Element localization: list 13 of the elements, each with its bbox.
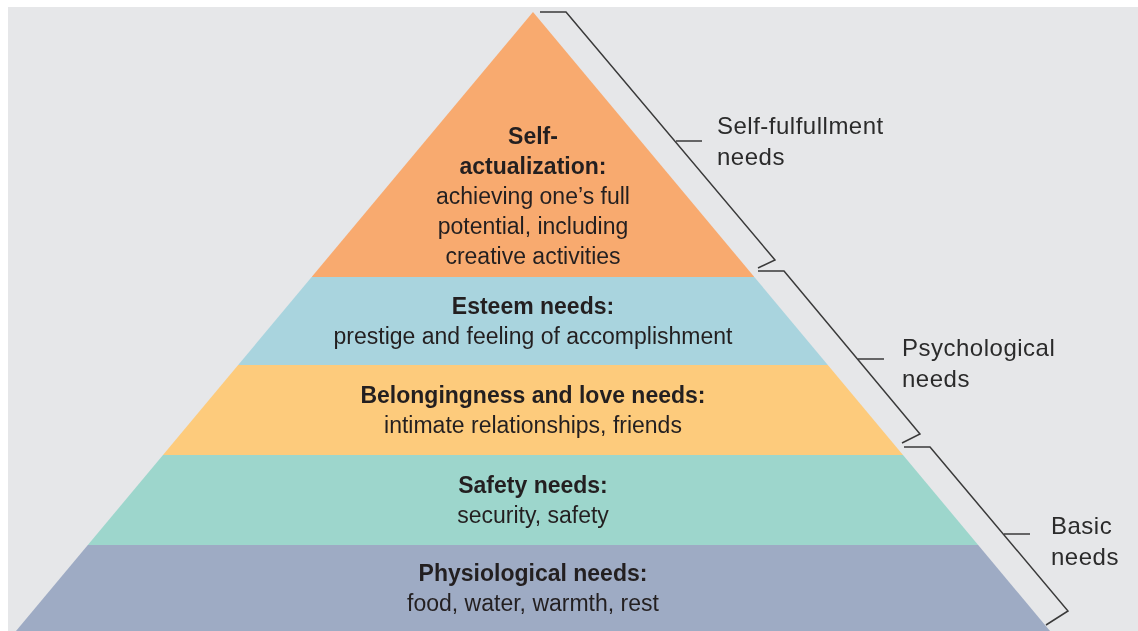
level-description: intimate relationships, friends [384, 411, 682, 440]
level-description: prestige and feeling of accomplishment [333, 322, 733, 351]
level-heading: Self-actualization: [458, 122, 608, 181]
group-label: Psychological needs [902, 333, 1057, 394]
level-heading: Esteem needs: [451, 292, 615, 321]
level-description: security, safety [457, 501, 609, 530]
level-heading: Safety needs: [458, 471, 608, 500]
level-heading: Physiological needs: [418, 559, 648, 588]
level-heading: Belongingness and love needs: [360, 381, 706, 410]
group-label: Self-fulfullment needs [717, 111, 885, 172]
level-description: food, water, warmth, rest [407, 589, 659, 618]
level-description: achieving one’s full potential, including creative activities [435, 182, 631, 271]
group-label: Basic needs [1051, 511, 1120, 572]
